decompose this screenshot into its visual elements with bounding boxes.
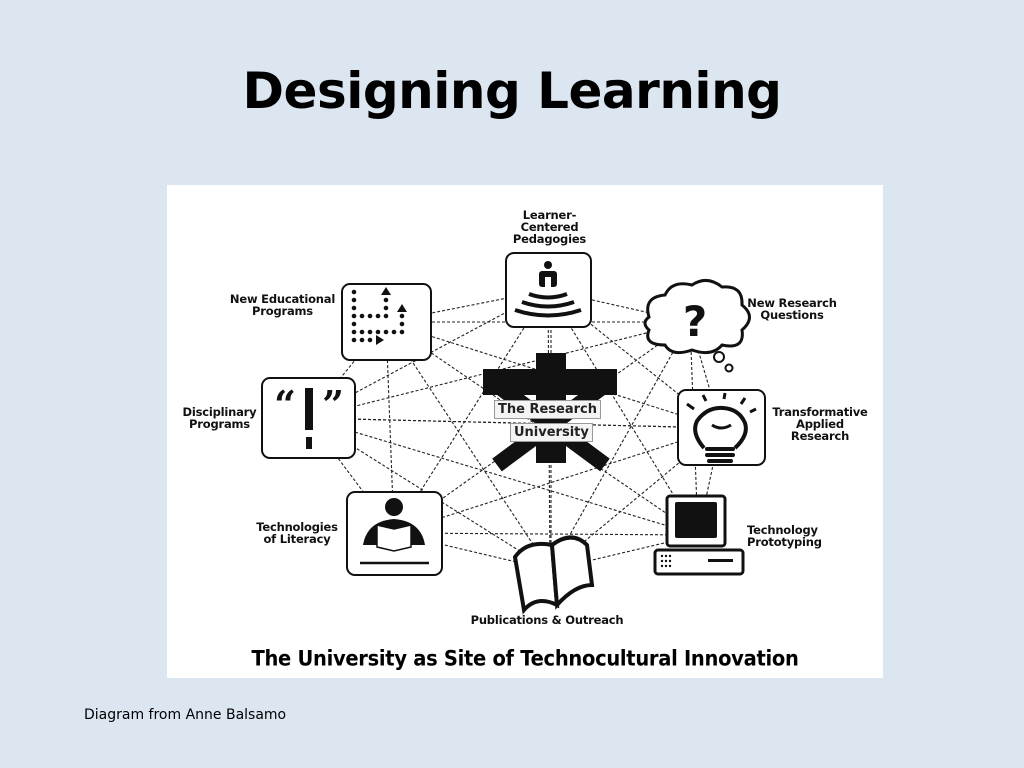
label-line: Pedagogies [512,232,587,246]
svg-text:?: ? [683,297,707,346]
label-line: Programs [189,417,250,431]
label-line: Technology [747,523,818,537]
dotted-path-icon [341,283,432,361]
label-line: Prototyping [747,535,822,549]
source-note: Diagram from Anne Balsamo [84,707,287,723]
open-book-icon [512,535,595,615]
label-learner-centered: Learner- Centered Pedagogies [512,209,587,245]
label-line: Technologies [256,520,338,534]
label-line: New Educational [229,292,336,306]
label-line: Learner- [522,208,577,222]
diagram-graphics: ? [261,252,766,615]
center-label-line1: The Research [494,400,601,419]
person-reading-icon [346,491,443,576]
network-diagram: ? [167,185,883,678]
label-technology-prototyping: Technology Prototyping [747,524,827,548]
label-line: of Literacy [263,532,331,546]
label-line: Applied [796,417,844,431]
label-new-research-questions: New Research Questions [742,297,842,321]
svg-text:”: ” [322,382,344,427]
label-line: Programs [252,304,313,318]
svg-text:“: “ [274,382,296,427]
slide-title: Designing Learning [242,62,782,120]
label-line: New Research [747,296,837,310]
label-line: Publications & Outreach [470,613,624,627]
label-line: Transformative [772,405,868,419]
quote-exclamation-icon: “ ” [261,377,356,459]
label-line: Centered [520,220,579,234]
label-publications-outreach: Publications & Outreach [457,614,637,626]
thought-cloud-question-icon: ? [643,279,751,373]
label-disciplinary-programs: Disciplinary Programs [177,406,262,430]
label-new-educational-programs: New Educational Programs [225,293,340,317]
person-broadcast-icon [505,252,592,328]
label-technologies-of-literacy: Technologies of Literacy [247,521,347,545]
center-label-line2: University [510,423,593,442]
label-transformative-applied-research: Transformative Applied Research [765,406,875,442]
label-line: Disciplinary [182,405,257,419]
label-line: Questions [760,308,824,322]
diagram-caption: The University as Site of Technocultural… [251,645,799,672]
computer-icon [653,494,745,576]
lightbulb-icon [677,389,766,466]
label-line: Research [790,429,850,443]
